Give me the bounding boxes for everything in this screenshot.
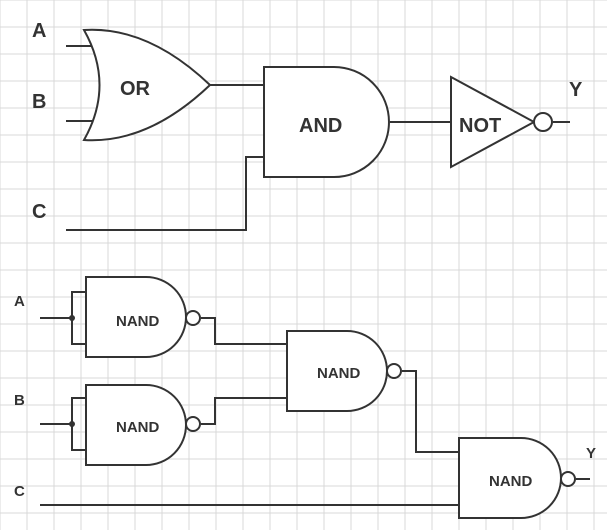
top-circuit: A B C Y OR AND NOT: [32, 20, 583, 231]
nand-gate-4-bubble: [560, 471, 576, 487]
not-gate-label: NOT: [459, 115, 501, 137]
bottom-wire-nand1-to-nand3: [201, 317, 287, 345]
nand-gate-3-bubble: [386, 363, 402, 379]
and-gate-top: [263, 66, 390, 178]
bottom-input-b-label: B: [14, 392, 25, 409]
bottom-input-c-label: C: [14, 483, 25, 500]
not-gate-bubble: [533, 112, 553, 132]
nand-gate-2: [85, 384, 187, 466]
top-input-b-label: B: [32, 91, 46, 113]
or-gate: [82, 28, 212, 142]
top-input-c-label: C: [32, 201, 46, 223]
bottom-input-a-label: A: [14, 293, 25, 310]
top-wire-c: [66, 156, 264, 231]
not-gate: [450, 75, 537, 169]
bottom-wire-nand2-to-nand3: [201, 397, 287, 425]
bottom-wire-nand3-to-nand4: [402, 370, 459, 453]
nand-gate-4-label: NAND: [489, 473, 532, 490]
nand-gate-2-bubble: [185, 416, 201, 432]
top-input-a-label: A: [32, 20, 46, 42]
or-gate-label: OR: [120, 78, 151, 100]
bottom-output-y-label: Y: [586, 445, 596, 462]
and-gate-label: AND: [299, 115, 342, 137]
junction-dot-b: [69, 421, 75, 427]
junction-dot-a: [69, 315, 75, 321]
nand-gate-3-label: NAND: [317, 365, 360, 382]
nand-gate-1-label: NAND: [116, 313, 159, 330]
top-output-y-label: Y: [569, 79, 583, 101]
nand-gate-1-bubble: [185, 310, 201, 326]
bottom-circuit: A B C Y NAND NAND NAND NAND: [14, 276, 596, 519]
nand-gate-2-label: NAND: [116, 419, 159, 436]
